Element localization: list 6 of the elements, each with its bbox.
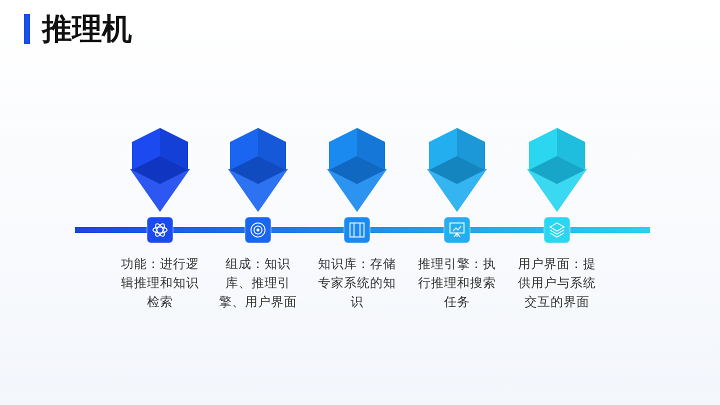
step-description: 功能：进行逻辑推理和知识检索	[118, 254, 202, 311]
title: 推理机	[42, 11, 132, 49]
step-description: 用户界面：提供用户与系统交互的界面	[515, 254, 599, 311]
step-description: 知识库：存储专家系统的知识	[315, 254, 399, 311]
step-description: 推理引擎：执行推理和搜索任务	[415, 254, 499, 311]
step-description: 组成：知识库、推理引擎、用户界面	[216, 254, 300, 311]
